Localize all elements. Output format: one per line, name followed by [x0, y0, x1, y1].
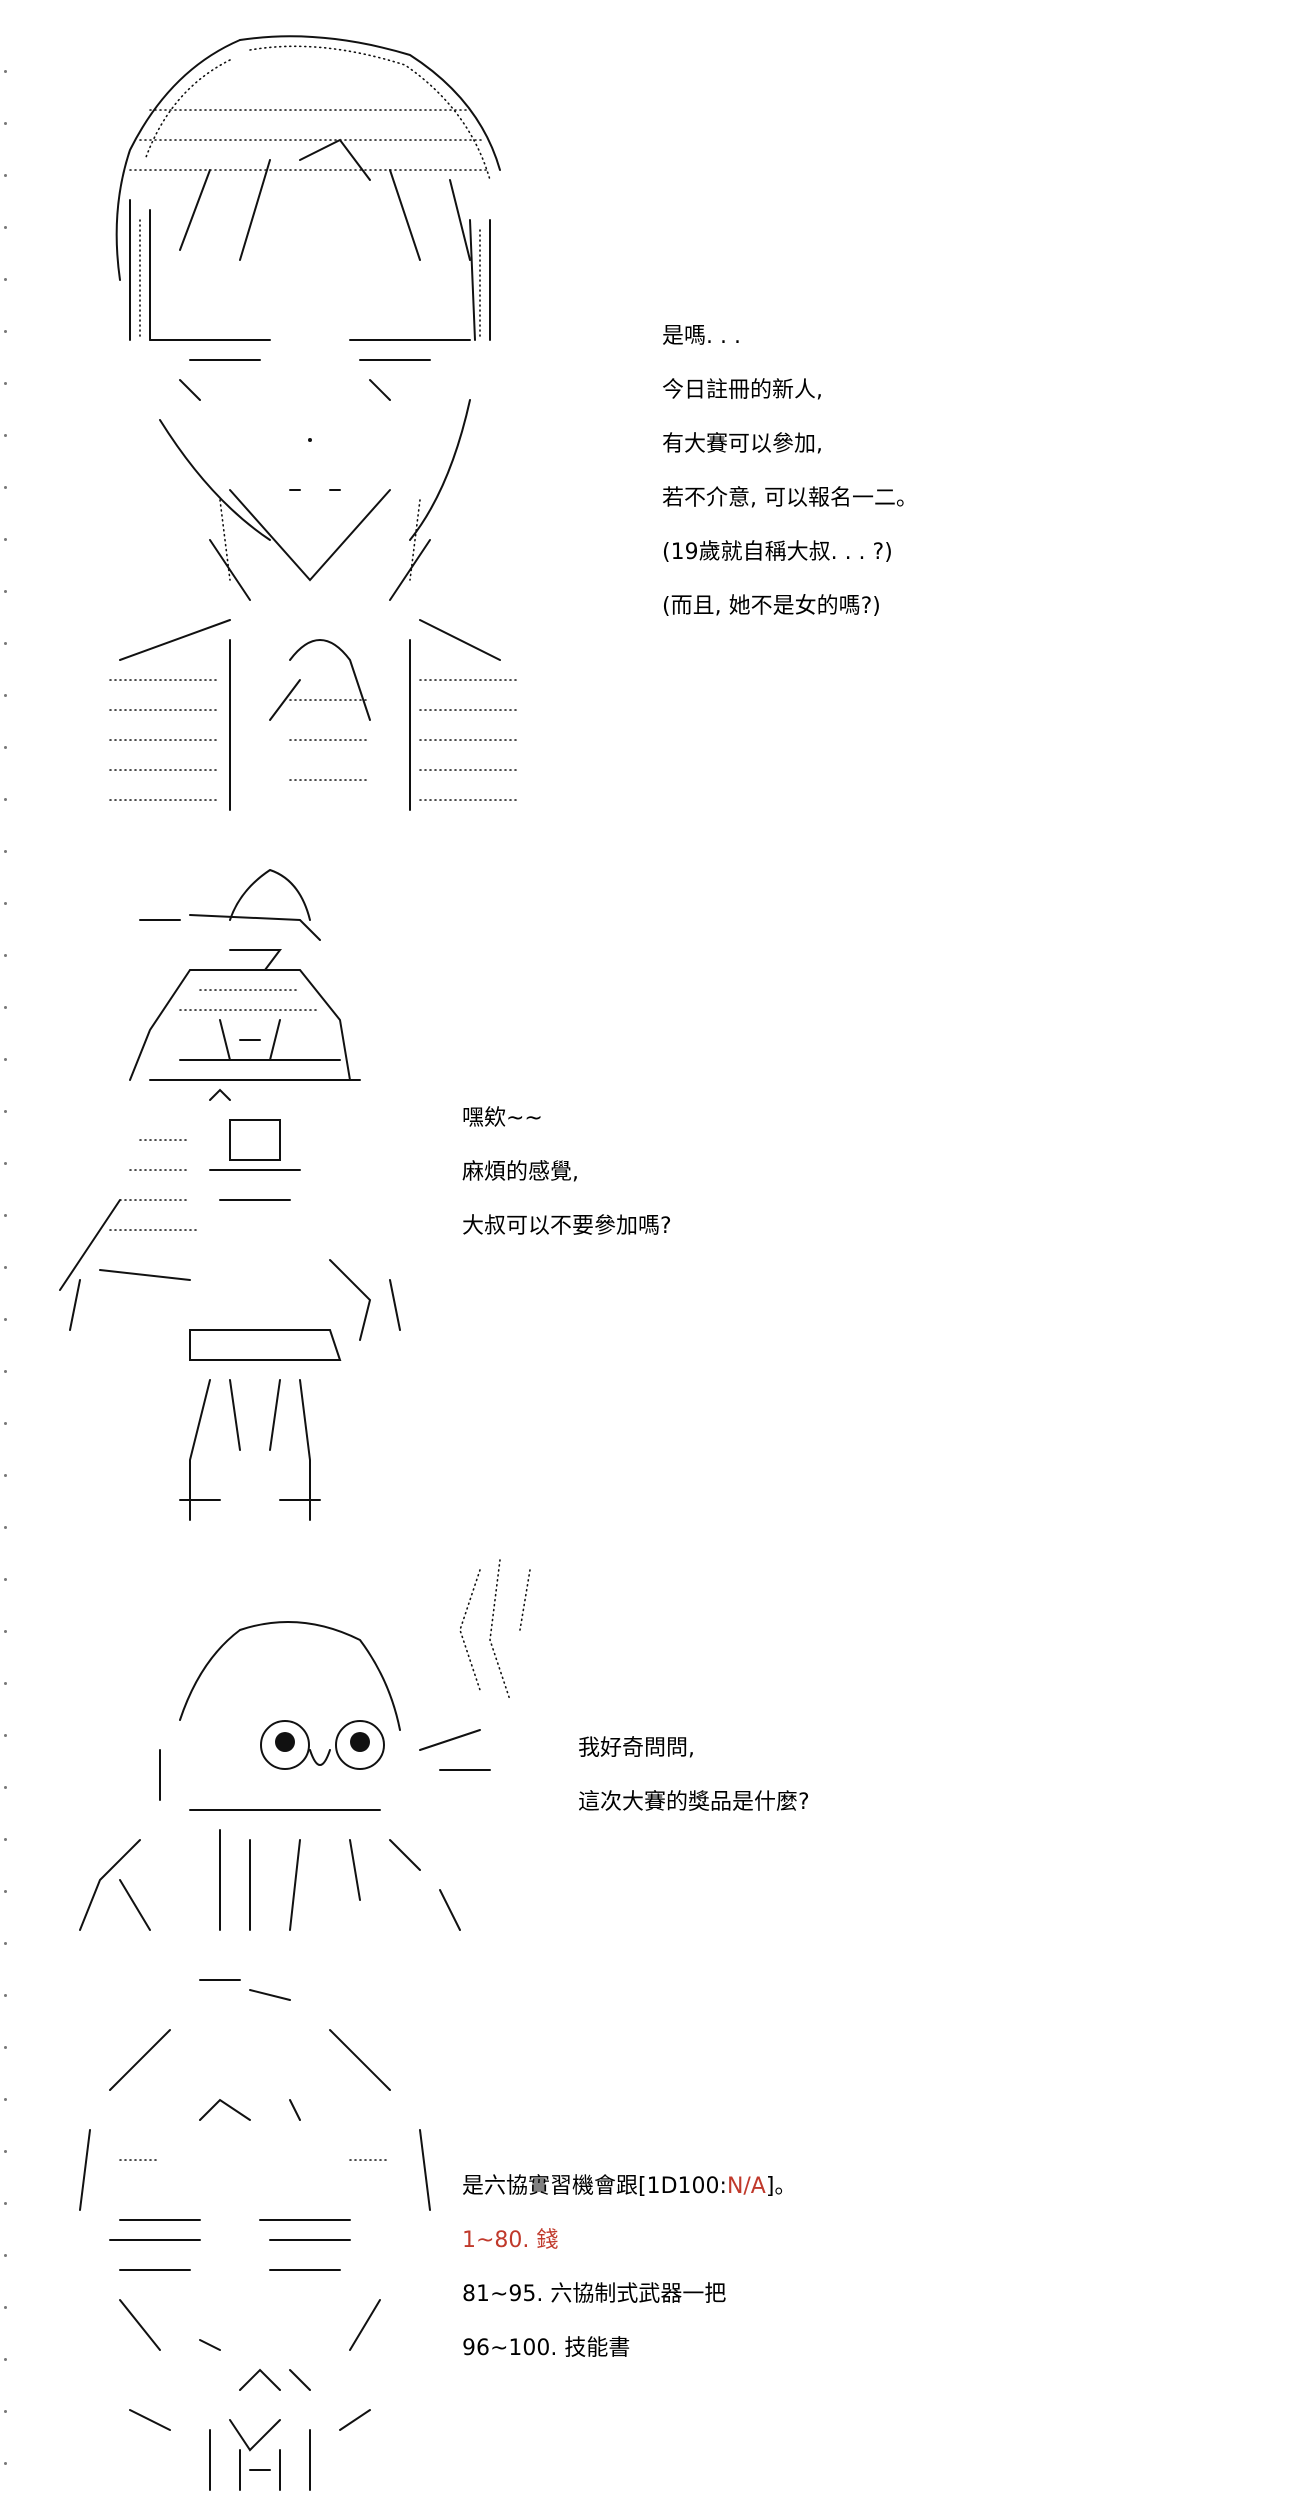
margin-dot — [4, 1630, 7, 1633]
dialogue-line: 若不介意, 可以報名一二。 — [662, 486, 918, 511]
margin-dot — [4, 2098, 7, 2101]
margin-dot — [4, 2150, 7, 2153]
margin-dot — [4, 1838, 7, 1841]
margin-dot — [4, 902, 7, 905]
dialogue-line: 是嗎. . . — [662, 324, 741, 349]
margin-dot — [4, 70, 7, 73]
dialogue-line: 今日註冊的新人, — [662, 378, 823, 403]
margin-dot — [4, 382, 7, 385]
margin-dot — [4, 1318, 7, 1321]
margin-dot — [4, 798, 7, 801]
left-margin-dots — [4, 0, 10, 2510]
margin-dot — [4, 2254, 7, 2257]
character-art-3 — [79, 1559, 531, 1931]
roll-result: N/A — [726, 2174, 766, 2199]
dialogue-4: 是六協實習機會跟[1D100:N/A]。 1~80. 錢 81~95. 六協制式… — [462, 2160, 796, 2376]
margin-dot — [4, 850, 7, 853]
panel-4: 是六協實習機會跟[1D100:N/A]。 1~80. 錢 81~95. 六協制式… — [0, 1970, 1300, 2510]
margin-dot — [4, 694, 7, 697]
roll-option-1: 1~80. 錢 — [462, 2228, 559, 2253]
margin-dot — [4, 122, 7, 125]
margin-dot — [4, 1006, 7, 1009]
margin-dot — [4, 1214, 7, 1217]
margin-dot — [4, 2462, 7, 2465]
margin-dot — [4, 746, 7, 749]
dialogue-line: (19歲就自稱大叔. . . ?) — [662, 540, 893, 565]
panel-2: 嘿欸~~ 麻煩的感覺, 大叔可以不要參加嗎? — [0, 860, 1300, 1521]
roll-line: 是六協實習機會跟[1D100:N/A]。 — [462, 2160, 796, 2214]
dialogue-line: 我好奇問問, — [578, 1736, 695, 1761]
margin-dot — [4, 2046, 7, 2049]
margin-dot — [4, 486, 7, 489]
roll-option-3: 96~100. 技能書 — [462, 2336, 631, 2361]
character-art-1 — [109, 35, 521, 811]
panel-1: 是嗎. . . 今日註冊的新人, 有大賽可以參加, 若不介意, 可以報名一二。 … — [0, 0, 1300, 820]
margin-dot — [4, 1682, 7, 1685]
dialogue-3: 我好奇問問, 這次大賽的獎品是什麼? — [578, 1722, 810, 1830]
margin-dot — [4, 278, 7, 281]
panel-3: 我好奇問問, 這次大賽的獎品是什麼? — [0, 1550, 1300, 1950]
dialogue-line: 大叔可以不要參加嗎? — [462, 1214, 672, 1239]
margin-dot — [4, 954, 7, 957]
dialogue-line: 麻煩的感覺, — [462, 1160, 579, 1185]
margin-dot — [4, 1786, 7, 1789]
margin-dot — [4, 2358, 7, 2361]
margin-dot — [4, 1734, 7, 1737]
margin-dot — [4, 2306, 7, 2309]
margin-dot — [4, 1526, 7, 1529]
dialogue-line: 嘿欸~~ — [462, 1106, 543, 1131]
margin-dot — [4, 1266, 7, 1269]
dialogue-line: (而且, 她不是女的嗎?) — [662, 594, 881, 619]
margin-dot — [4, 226, 7, 229]
character-art-2 — [59, 869, 401, 1521]
margin-dot — [4, 1422, 7, 1425]
margin-dot — [4, 1578, 7, 1581]
dialogue-line: 這次大賽的獎品是什麼? — [578, 1790, 810, 1815]
margin-dot — [4, 330, 7, 333]
margin-dot — [4, 174, 7, 177]
margin-dot — [4, 2202, 7, 2205]
roll-option-2: 81~95. 六協制式武器一把 — [462, 2282, 727, 2307]
margin-dot — [4, 1474, 7, 1477]
dialogue-1: 是嗎. . . 今日註冊的新人, 有大賽可以參加, 若不介意, 可以報名一二。 … — [662, 310, 918, 634]
margin-dot — [4, 1370, 7, 1373]
roll-prefix: 是六協實習機會跟[1D100: — [462, 2174, 727, 2199]
margin-dot — [4, 434, 7, 437]
margin-dot — [4, 642, 7, 645]
margin-dot — [4, 590, 7, 593]
roll-suffix: ]。 — [765, 2174, 797, 2199]
margin-dot — [4, 1890, 7, 1893]
margin-dot — [4, 1162, 7, 1165]
character-art-4 — [79, 1979, 431, 2491]
margin-dot — [4, 1058, 7, 1061]
dialogue-line: 有大賽可以參加, — [662, 432, 823, 457]
margin-dot — [4, 538, 7, 541]
margin-dot — [4, 1994, 7, 1997]
margin-dot — [4, 1110, 7, 1113]
margin-dot — [4, 1942, 7, 1945]
margin-dot — [4, 2410, 7, 2413]
dialogue-2: 嘿欸~~ 麻煩的感覺, 大叔可以不要參加嗎? — [462, 1092, 672, 1254]
